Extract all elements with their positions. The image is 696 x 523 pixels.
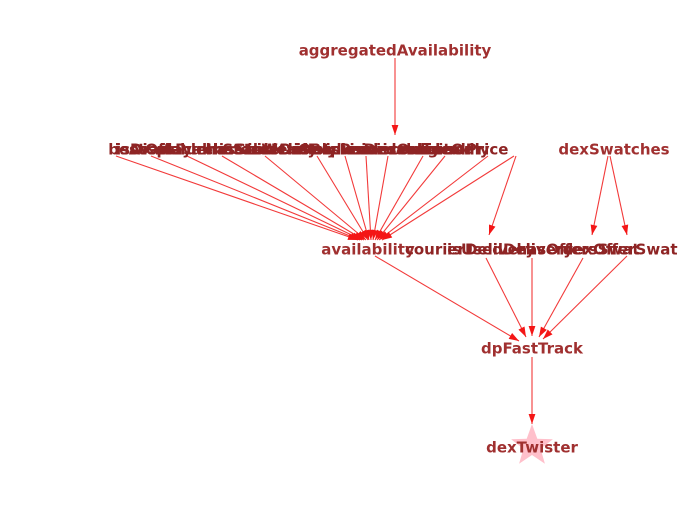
graph-edge xyxy=(150,155,361,241)
node-availability: availability xyxy=(321,241,415,259)
graph-edge xyxy=(316,155,369,241)
graph-edge xyxy=(591,155,609,236)
arrowhead-icon xyxy=(382,231,393,240)
node-group-upper-row: bestOfferisDisplayableisAvailableInStore… xyxy=(108,141,508,159)
graph-edge xyxy=(542,255,628,340)
arrowhead-icon xyxy=(489,224,496,235)
node-group-middle-row: courierDeliveryisUsedDeliveryhasOffersSw… xyxy=(405,241,678,259)
node-middle-row-label: isUsedDelivery xyxy=(447,241,573,259)
arrowhead-icon xyxy=(528,414,536,424)
graph-edge xyxy=(609,155,628,236)
root-star-icon xyxy=(511,424,553,464)
graph-node-labels: aggregatedAvailability bestOfferisDispla… xyxy=(108,42,677,457)
graph-edge xyxy=(264,155,367,241)
node-upper-row-label: isBackorderable xyxy=(296,141,432,159)
arrowhead-icon xyxy=(377,230,386,240)
graph-edge xyxy=(374,255,520,342)
arrowhead-icon xyxy=(528,326,536,336)
node-upper-row-label: isStoreOnly xyxy=(219,141,317,159)
node-upper-row-label: isOnlineOnly xyxy=(383,141,490,159)
graph-edge xyxy=(372,155,389,241)
graph-edges xyxy=(115,58,628,424)
node-upper-row-label: isDisplayable xyxy=(116,141,228,159)
graph-edge xyxy=(485,257,527,338)
node-dex-swatches: dexSwatches xyxy=(558,141,669,159)
graph-edge xyxy=(488,155,517,236)
graph-edge xyxy=(374,155,424,241)
node-upper-row-label: isAvailableInStores xyxy=(115,141,278,159)
node-upper-row-label: hasStock xyxy=(206,141,284,159)
node-upper-row-label: isPreorderable xyxy=(326,141,451,159)
arrowhead-icon xyxy=(379,231,389,240)
node-dex-twister: dexTwister xyxy=(486,439,578,457)
graph-arrowheads xyxy=(347,125,629,424)
node-upper-row-label: isDiscontinued xyxy=(349,141,474,159)
arrowhead-icon xyxy=(508,332,519,341)
arrowhead-icon xyxy=(356,230,366,240)
graph-edge xyxy=(221,155,365,241)
graph-edge xyxy=(344,155,370,241)
arrowhead-icon xyxy=(371,229,379,240)
graph-edge xyxy=(538,257,584,338)
node-upper-row-label: isMarketplace xyxy=(257,141,376,159)
arrowhead-icon xyxy=(391,125,399,135)
graph-edge xyxy=(381,155,515,241)
node-middle-row-label: courierDelivery xyxy=(405,241,535,259)
arrowhead-icon xyxy=(543,329,553,339)
arrowhead-icon xyxy=(621,224,629,235)
node-upper-row-label: isExclusive xyxy=(294,141,387,159)
node-upper-row-label: isWebOnly xyxy=(247,141,337,159)
graph-edge xyxy=(376,155,446,241)
arrowhead-icon xyxy=(590,224,598,235)
graph-edge xyxy=(378,155,489,241)
node-aggregated-availability: aggregatedAvailability xyxy=(299,42,492,60)
node-upper-row-label: isPurchasable xyxy=(161,141,279,159)
node-upper-row-label: digitalPrice xyxy=(412,141,509,159)
node-dp-fast-track: dpFastTrack xyxy=(481,340,584,358)
node-middle-row-label: hasOffersSwat xyxy=(516,241,639,259)
graph-edge xyxy=(186,155,363,241)
arrowhead-icon xyxy=(539,326,547,337)
node-middle-row-label: dexOfferSwat xyxy=(562,241,677,259)
graph-edge xyxy=(115,155,359,241)
arrowhead-icon xyxy=(518,326,526,337)
node-upper-row-label: bestOffer xyxy=(108,141,188,159)
graph-edge xyxy=(365,155,372,241)
